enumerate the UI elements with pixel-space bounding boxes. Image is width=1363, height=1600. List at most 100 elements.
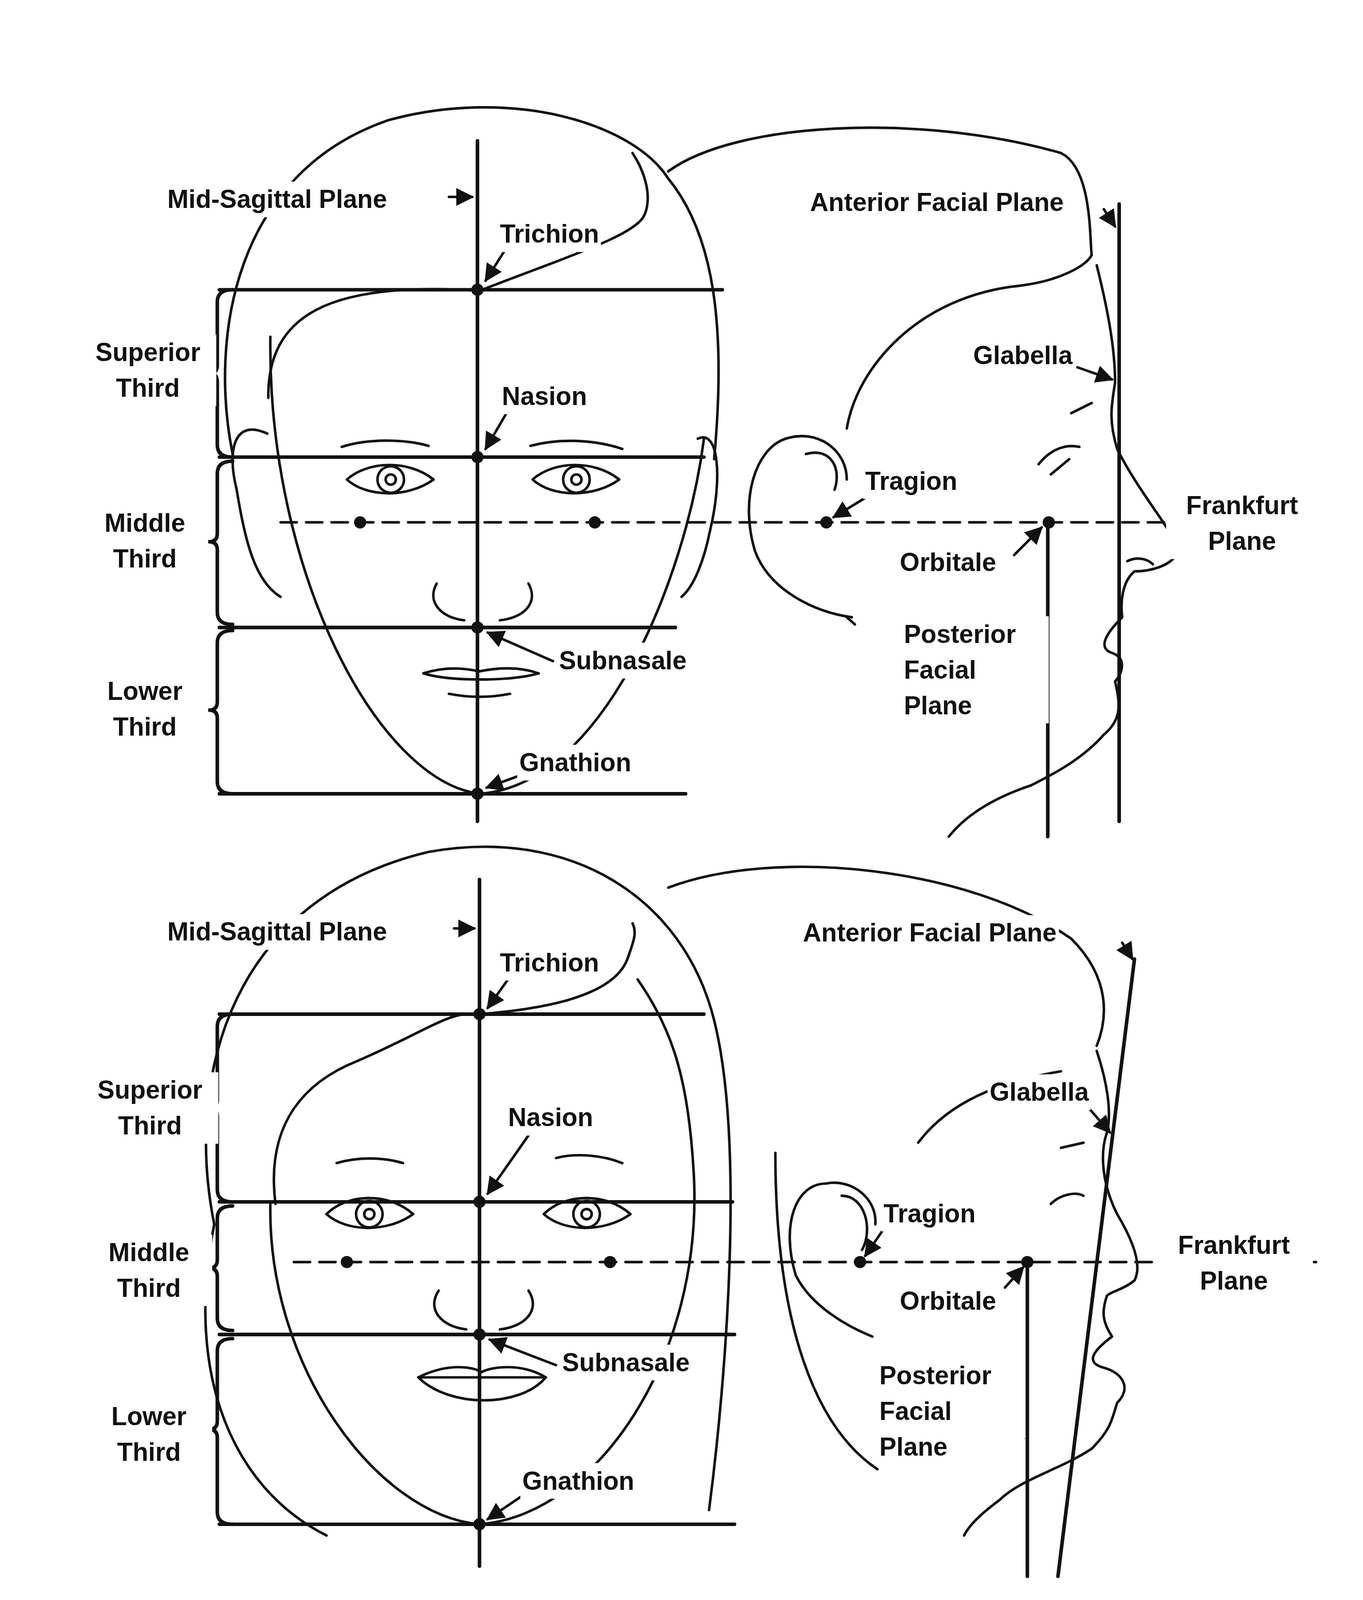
male-profile-head	[805, 452, 837, 490]
male-front-head	[385, 474, 397, 485]
female-front-head	[556, 1155, 623, 1163]
male-front-reference-lines	[208, 630, 233, 795]
female-front-head	[205, 846, 731, 1536]
female-front-head	[205, 1224, 327, 1536]
landmark-label: Tragion	[881, 1195, 978, 1232]
female-front-head	[573, 1200, 600, 1227]
leader-arrows	[448, 195, 473, 199]
female-front-head	[433, 1290, 467, 1330]
male-front-head	[347, 465, 434, 494]
leader-arrows	[1005, 1267, 1024, 1288]
leader-arrows	[1089, 1109, 1110, 1133]
female-front-reference-lines	[477, 879, 482, 1566]
landmark-label: Tragion	[863, 462, 960, 499]
male-front-head	[448, 693, 511, 697]
plane-label: Anterior Facial Plane	[800, 915, 1059, 951]
male-front-head	[270, 336, 705, 795]
plane-label: Frankfurt Plane	[1165, 487, 1318, 560]
landmark-label: Nasion	[499, 378, 589, 415]
leader-arrows	[454, 926, 475, 930]
male-front-reference-lines	[475, 140, 480, 822]
leader-arrows	[1013, 527, 1042, 556]
male-profile-planes	[1117, 203, 1121, 821]
male-landmark-dots	[353, 283, 1055, 800]
landmark-label: Glabella	[987, 1074, 1091, 1111]
male-profile-head	[668, 127, 1092, 256]
female-front-head	[355, 1200, 383, 1227]
male-profile-head	[846, 617, 856, 625]
male-front-head	[681, 437, 717, 597]
landmark-label: Trichion	[497, 216, 602, 252]
male-front-reference-lines	[219, 625, 676, 630]
female-front-reference-lines	[208, 1205, 233, 1331]
female-landmark-dots	[473, 1195, 486, 1209]
female-profile-head	[668, 866, 1138, 1536]
leader-arrows	[487, 976, 511, 1008]
landmark-label: Trichion	[497, 944, 602, 981]
landmark-label: Gnathion	[520, 1462, 637, 1499]
plane-label: Frankfurt Plane	[1158, 1227, 1311, 1299]
female-front-head	[418, 1367, 547, 1401]
leader-arrows	[487, 632, 553, 662]
female-profile-head	[841, 1195, 867, 1251]
female-profile-head	[1050, 1193, 1084, 1205]
male-front-reference-lines	[219, 791, 686, 796]
male-front-head	[423, 673, 539, 680]
male-profile-head	[1038, 445, 1080, 464]
female-front-head	[364, 1208, 375, 1220]
male-front-head	[563, 466, 590, 493]
leader-arrows	[1103, 208, 1116, 227]
male-front-reference-lines	[208, 460, 233, 625]
plane-label: Posterior Facial Plane	[877, 1357, 1025, 1465]
third-label: Lower Third	[85, 1398, 213, 1471]
landmark-label: Glabella	[971, 337, 1075, 374]
leader-arrows	[1122, 942, 1133, 960]
leader-arrows	[487, 1132, 531, 1194]
male-front-head	[433, 583, 465, 621]
female-profile-planes	[1025, 1262, 1030, 1577]
leader-arrows	[489, 1339, 557, 1366]
frankfurt-plane-line	[280, 520, 1316, 524]
female-profile-planes	[1027, 959, 1135, 1577]
female-front-head	[418, 1375, 547, 1379]
male-profile-head	[846, 255, 1092, 429]
female-front-head	[581, 1208, 592, 1220]
female-profile-planes	[1057, 959, 1135, 1577]
male-front-head	[341, 440, 429, 447]
female-profile-head	[1060, 1142, 1084, 1148]
plane-label: Mid-Sagittal Plane	[165, 914, 390, 950]
leader-arrows	[1077, 367, 1113, 380]
male-front-head	[377, 466, 404, 493]
male-front-head	[499, 583, 532, 621]
landmark-label: Subnasale	[557, 642, 690, 679]
female-front-reference-lines	[219, 1012, 705, 1016]
female-landmark-dots	[473, 1008, 486, 1021]
leader-arrows	[485, 412, 507, 449]
female-front-head	[336, 1158, 403, 1164]
landmark-label: Orbitale	[897, 544, 999, 581]
male-landmark-dots	[471, 283, 484, 296]
plane-label: Mid-Sagittal Plane	[165, 181, 390, 218]
male-front-head	[571, 474, 582, 485]
landmark-label: Orbitale	[897, 1283, 999, 1320]
landmark-label: Gnathion	[517, 744, 634, 781]
female-front-reference-lines	[208, 879, 735, 1566]
third-label: Lower Third	[81, 673, 209, 745]
female-landmark-dots	[473, 1328, 486, 1341]
male-landmark-dots	[471, 787, 484, 801]
third-label: Middle Third	[81, 504, 209, 577]
third-label: Superior Third	[81, 1072, 219, 1144]
landmark-label: Nasion	[505, 1099, 595, 1136]
female-front-reference-lines	[208, 1338, 233, 1525]
male-profile-planes	[1047, 203, 1120, 837]
male-front-head	[423, 668, 539, 673]
plane-label: Posterior Facial Plane	[902, 616, 1050, 724]
male-profile-head	[1071, 402, 1092, 414]
female-profile-head	[789, 1183, 873, 1337]
male-landmark-dots	[471, 451, 484, 464]
leader-arrows	[448, 197, 1133, 1520]
female-front-head	[270, 979, 695, 1524]
male-front-head	[532, 465, 620, 494]
landmark-label: Subnasale	[560, 1344, 693, 1381]
